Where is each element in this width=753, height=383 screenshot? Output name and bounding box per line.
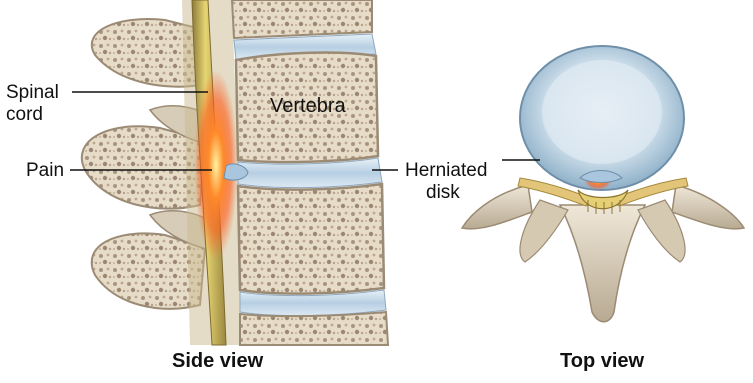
herniated-disk-label-line1: Herniated xyxy=(405,160,487,181)
side-view-caption: Side view xyxy=(172,350,263,373)
spinal-cord-label-line1: Spinal xyxy=(6,82,59,103)
spinal-cord-label-line2: cord xyxy=(6,104,43,125)
pain-label: Pain xyxy=(26,160,64,181)
top-view-vertebra xyxy=(462,46,744,322)
top-view-caption: Top view xyxy=(560,350,644,373)
vertebral-column xyxy=(224,0,388,345)
vertebra-label: Vertebra xyxy=(270,96,346,117)
herniated-disk-label-line2: disk xyxy=(426,182,460,203)
